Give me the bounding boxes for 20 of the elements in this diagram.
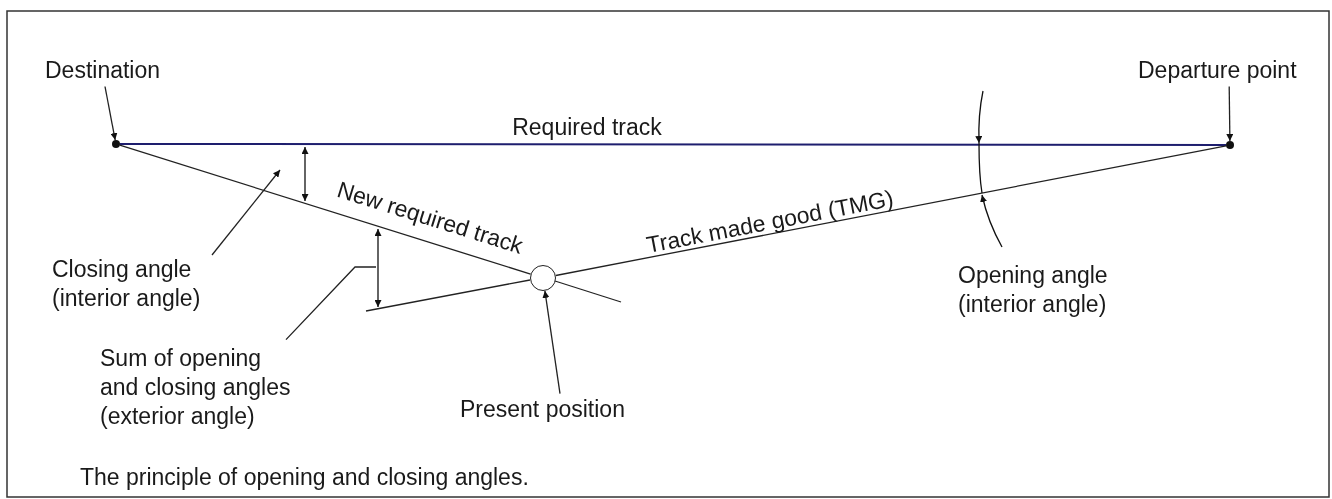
edge-label: New required track xyxy=(333,175,527,261)
angle-label: Opening angle (interior angle) xyxy=(958,261,1109,319)
position-label: Present position xyxy=(460,395,660,424)
place-label: Departure point xyxy=(1138,56,1328,85)
leader-arrow xyxy=(104,85,118,141)
track-line xyxy=(555,145,1227,277)
edge-label: Track made good (TMG) xyxy=(644,184,896,260)
angle-label: Closing angle (interior angle) xyxy=(52,255,252,313)
leader-arrow xyxy=(542,290,561,395)
caption: The principle of opening and closing angles. xyxy=(80,463,529,492)
position-dot xyxy=(112,140,120,148)
leader-arrow xyxy=(211,169,281,256)
leader-arrow xyxy=(1226,85,1234,142)
track-line xyxy=(119,143,1227,146)
leader-line xyxy=(285,266,377,341)
angle-label: Sum of opening and closing angles (exterior angle) xyxy=(100,344,300,431)
edge-label: Required track xyxy=(512,112,662,142)
position-dot xyxy=(1226,141,1234,149)
track-line xyxy=(119,144,532,275)
place-label: Destination xyxy=(45,56,195,85)
